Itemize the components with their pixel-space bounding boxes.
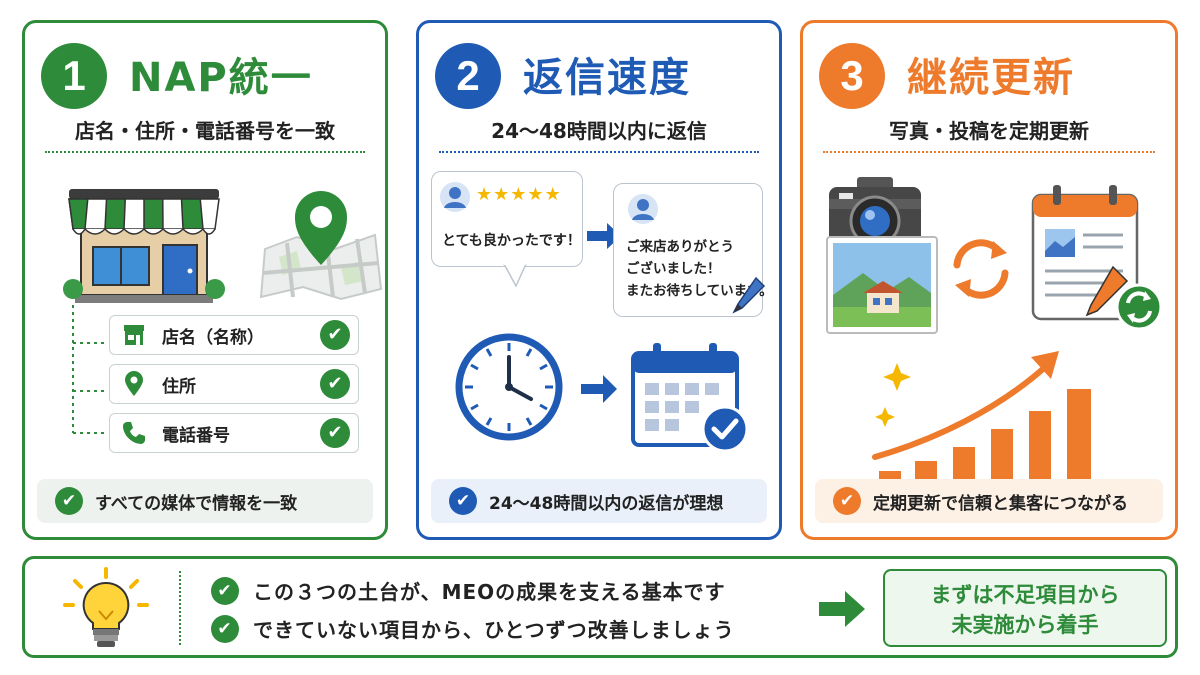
divider [179, 571, 181, 645]
checklist-item-phone: 電話番号 ✔ [109, 413, 359, 453]
reply-line: またお待ちしています。 [626, 283, 773, 299]
summary-line: ✔ この３つの土台が、MEOの成果を支える基本です [211, 576, 726, 605]
check-icon: ✔ [833, 487, 861, 515]
location-pin-icon [125, 371, 143, 396]
star-icon: ★ [493, 184, 511, 205]
card-subtitle: 写真・投稿を定期更新 [889, 119, 1089, 143]
bubble-tail [503, 264, 527, 288]
clock-icon [455, 333, 563, 441]
checklist-item-address: 住所 ✔ [109, 364, 359, 404]
divider [823, 151, 1155, 153]
phone-icon [123, 422, 145, 444]
check-icon: ✔ [211, 576, 239, 605]
star-rating: ★★★★★ [476, 184, 562, 205]
card-subtitle: 24〜48時間以内に返信 [491, 119, 707, 143]
card-footer: ✔ 定期更新で信頼と集客につながる [815, 479, 1163, 523]
star-icon: ★ [476, 184, 494, 205]
step-number-badge: 1 [41, 43, 107, 109]
user-avatar-icon [628, 194, 658, 224]
connector-lines [72, 305, 107, 434]
reply-bubble: ご来店ありがとう ございました！ またお待ちしています。 [613, 183, 773, 317]
refresh-icon [953, 239, 1009, 299]
checklist-item-name: 店名（名称） ✔ [109, 315, 359, 355]
summary-text: この３つの土台が、MEOの成果を支える基本です [253, 580, 726, 604]
lightbulb-icon [63, 567, 149, 647]
growth-chart-icon [872, 351, 1091, 481]
checklist-label: 店名（名称） [162, 327, 264, 348]
map-pin-icon [259, 191, 383, 301]
cta-line: まずは不足項目から [930, 583, 1120, 607]
card-subtitle: 店名・住所・電話番号を一致 [75, 119, 335, 143]
card-nap: 1 NAP統一 店名・住所・電話番号を一致 [22, 20, 388, 540]
storefront-icon [63, 189, 225, 303]
user-avatar-icon [440, 182, 470, 212]
document-icon [1031, 185, 1163, 331]
check-icon: ✔ [55, 487, 83, 515]
card-footer: ✔ 24〜48時間以内の返信が理想 [431, 479, 767, 523]
summary-line: ✔ できていない項目から、ひとつずつ改善しましょう [211, 614, 735, 643]
footer-text: 24〜48時間以内の返信が理想 [489, 493, 724, 514]
check-icon: ✔ [320, 320, 350, 350]
cta-line: 未実施から着手 [951, 613, 1099, 637]
sparkle-icon [875, 407, 895, 427]
check-icon: ✔ [211, 614, 239, 643]
summary-text: できていない項目から、ひとつずつ改善しましょう [253, 618, 735, 642]
sparkle-icon [883, 363, 911, 391]
shop-small-icon [124, 325, 144, 345]
pencil-icon [732, 276, 766, 314]
nap-checklist: 店名（名称） ✔ 住所 ✔ 電話番号 ✔ [109, 315, 359, 462]
step-number-badge: 3 [819, 43, 885, 109]
check-icon: ✔ [320, 369, 350, 399]
card-footer: ✔ すべての媒体で情報を一致 [37, 479, 373, 523]
arrow-right-icon [587, 223, 621, 249]
review-text: とても良かったです！ [442, 233, 581, 249]
camera-icon [829, 177, 921, 251]
next-action-box: まずは不足項目から 未実施から着手 [883, 569, 1167, 647]
arrow-right-icon [819, 591, 865, 627]
checklist-label: 電話番号 [162, 425, 230, 446]
summary-panel: ✔ この３つの土台が、MEOの成果を支える基本です ✔ できていない項目から、ひ… [22, 556, 1178, 658]
review-bubble: ★★★★★ とても良かったです！ [431, 171, 583, 288]
card-title: NAP統一 [129, 55, 313, 101]
footer-text: 定期更新で信頼と集客につながる [873, 493, 1128, 514]
card-title: 返信速度 [523, 55, 691, 101]
star-icon: ★ [527, 184, 545, 205]
check-icon: ✔ [320, 418, 350, 448]
divider [439, 151, 759, 153]
star-icon: ★ [544, 184, 562, 205]
calendar-icon [631, 343, 749, 451]
star-icon: ★ [510, 184, 528, 205]
divider [45, 151, 365, 153]
check-icon: ✔ [449, 487, 477, 515]
photo-icon [826, 236, 938, 334]
arrow-right-icon [581, 375, 617, 403]
reply-line: ございました！ [626, 261, 721, 277]
card-continuous-update: 3 継続更新 写真・投稿を定期更新 [800, 20, 1178, 540]
card-title: 継続更新 [907, 55, 1075, 101]
reply-line: ご来店ありがとう [626, 239, 734, 255]
step-number-badge: 2 [435, 43, 501, 109]
footer-text: すべての媒体で情報を一致 [95, 493, 298, 514]
card-reply-speed: 2 返信速度 24〜48時間以内に返信 ★★★★★ とても良かったです！ ご来店… [416, 20, 782, 540]
checklist-label: 住所 [162, 376, 196, 397]
